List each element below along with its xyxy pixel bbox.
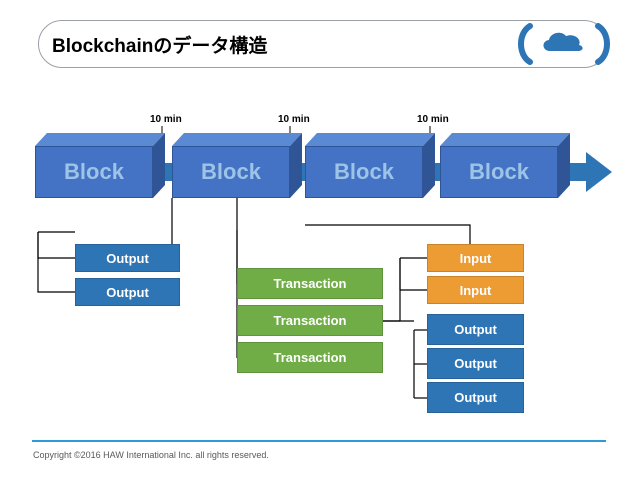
interval-ticks [161, 126, 431, 133]
output-box-3[interactable]: Output [427, 314, 524, 345]
transaction-box-2[interactable]: Transaction [237, 305, 383, 336]
haw-cloud-logo [518, 23, 610, 65]
interval-label-3: 10 min [417, 114, 449, 125]
output-box-4[interactable]: Output [427, 348, 524, 379]
header-frame [38, 20, 608, 68]
output-box-2[interactable]: Output [75, 278, 180, 306]
output-box-1[interactable]: Output [75, 244, 180, 272]
copyright-text: Copyright ©2016 HAW International Inc. a… [33, 450, 269, 460]
block-1[interactable]: Block [35, 146, 153, 198]
output-box-5[interactable]: Output [427, 382, 524, 413]
input-box-1[interactable]: Input [427, 244, 524, 272]
block-3[interactable]: Block [305, 146, 423, 198]
block-3d-shading [35, 133, 570, 198]
block-4[interactable]: Block [440, 146, 558, 198]
interval-label-1: 10 min [150, 114, 182, 125]
transaction-box-3[interactable]: Transaction [237, 342, 383, 373]
interval-label-2: 10 min [278, 114, 310, 125]
input-box-2[interactable]: Input [427, 276, 524, 304]
connector-lines [37, 198, 471, 399]
footer-divider [32, 440, 606, 442]
block-2[interactable]: Block [172, 146, 290, 198]
page-title: Blockchainのデータ構造 [52, 36, 268, 57]
transaction-box-1[interactable]: Transaction [237, 268, 383, 299]
